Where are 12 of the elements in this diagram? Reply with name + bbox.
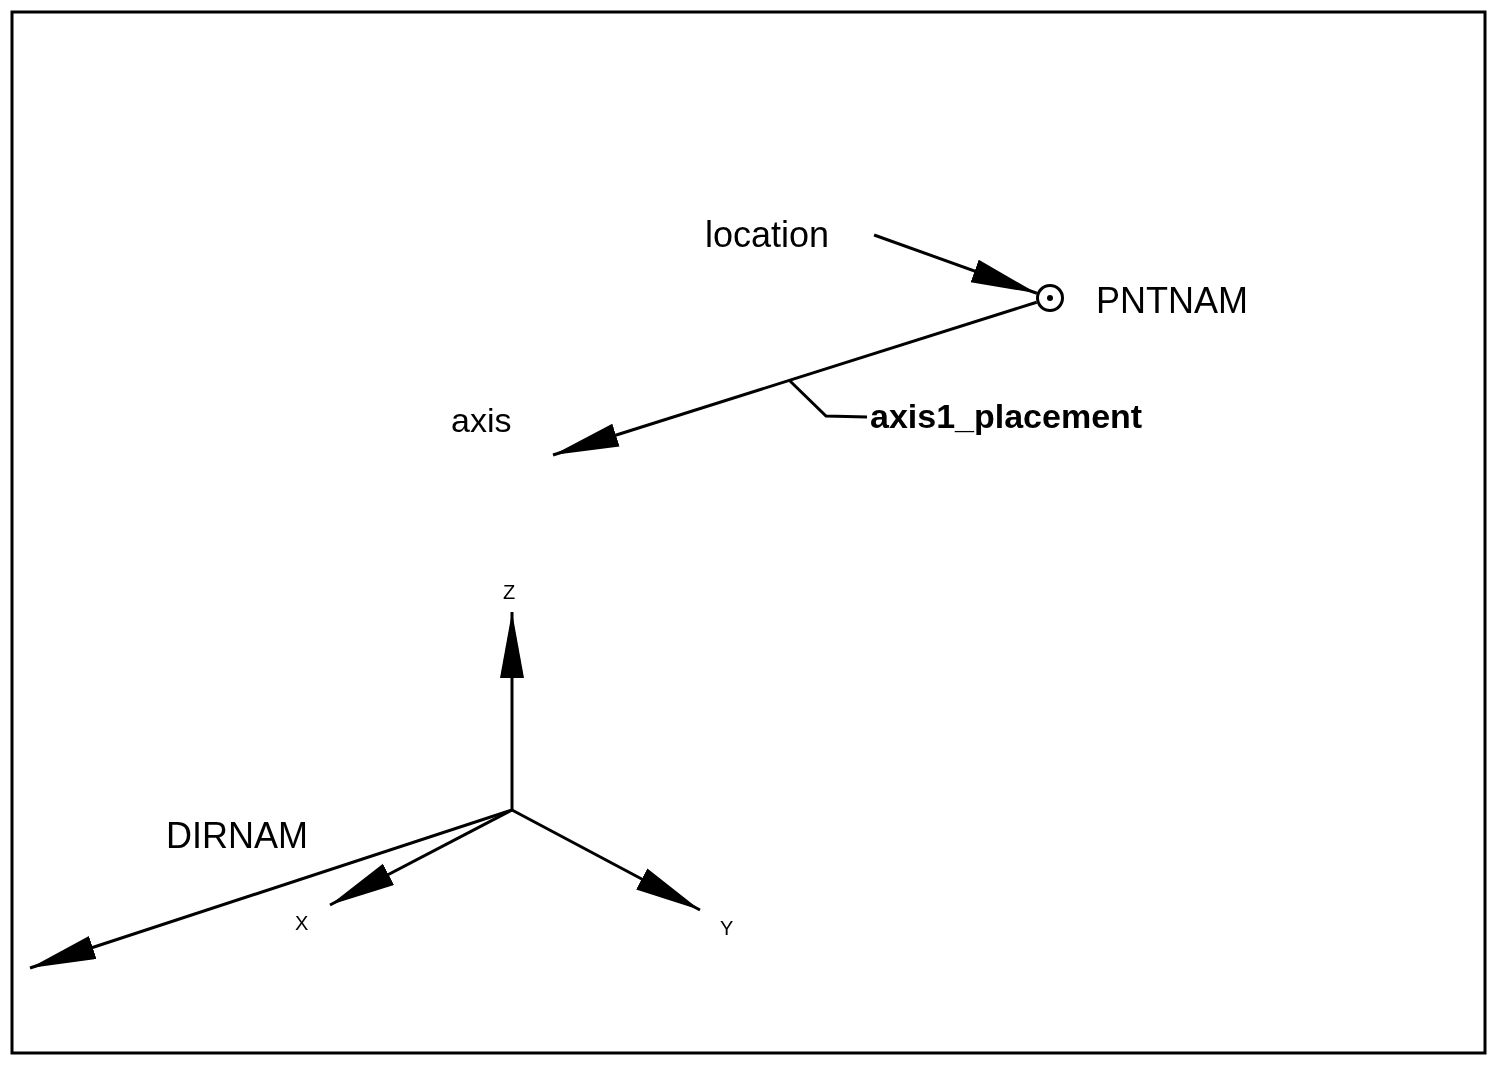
x-axis-label: X <box>295 913 309 933</box>
point-symbol <box>1036 284 1064 312</box>
direction-vector-arrow <box>552 300 1038 457</box>
direction-name-label: DIRNAM <box>166 818 308 854</box>
y-axis-label: Y <box>720 918 734 938</box>
location-label: location <box>705 217 830 253</box>
placement-label: axis1_placement <box>870 399 1143 433</box>
arrow <box>873 233 1038 295</box>
axis-label: axis <box>451 403 512 437</box>
leader-line <box>788 379 868 419</box>
point-name-label: PNTNAM <box>1096 283 1248 319</box>
z-axis-label: Z <box>503 582 516 602</box>
